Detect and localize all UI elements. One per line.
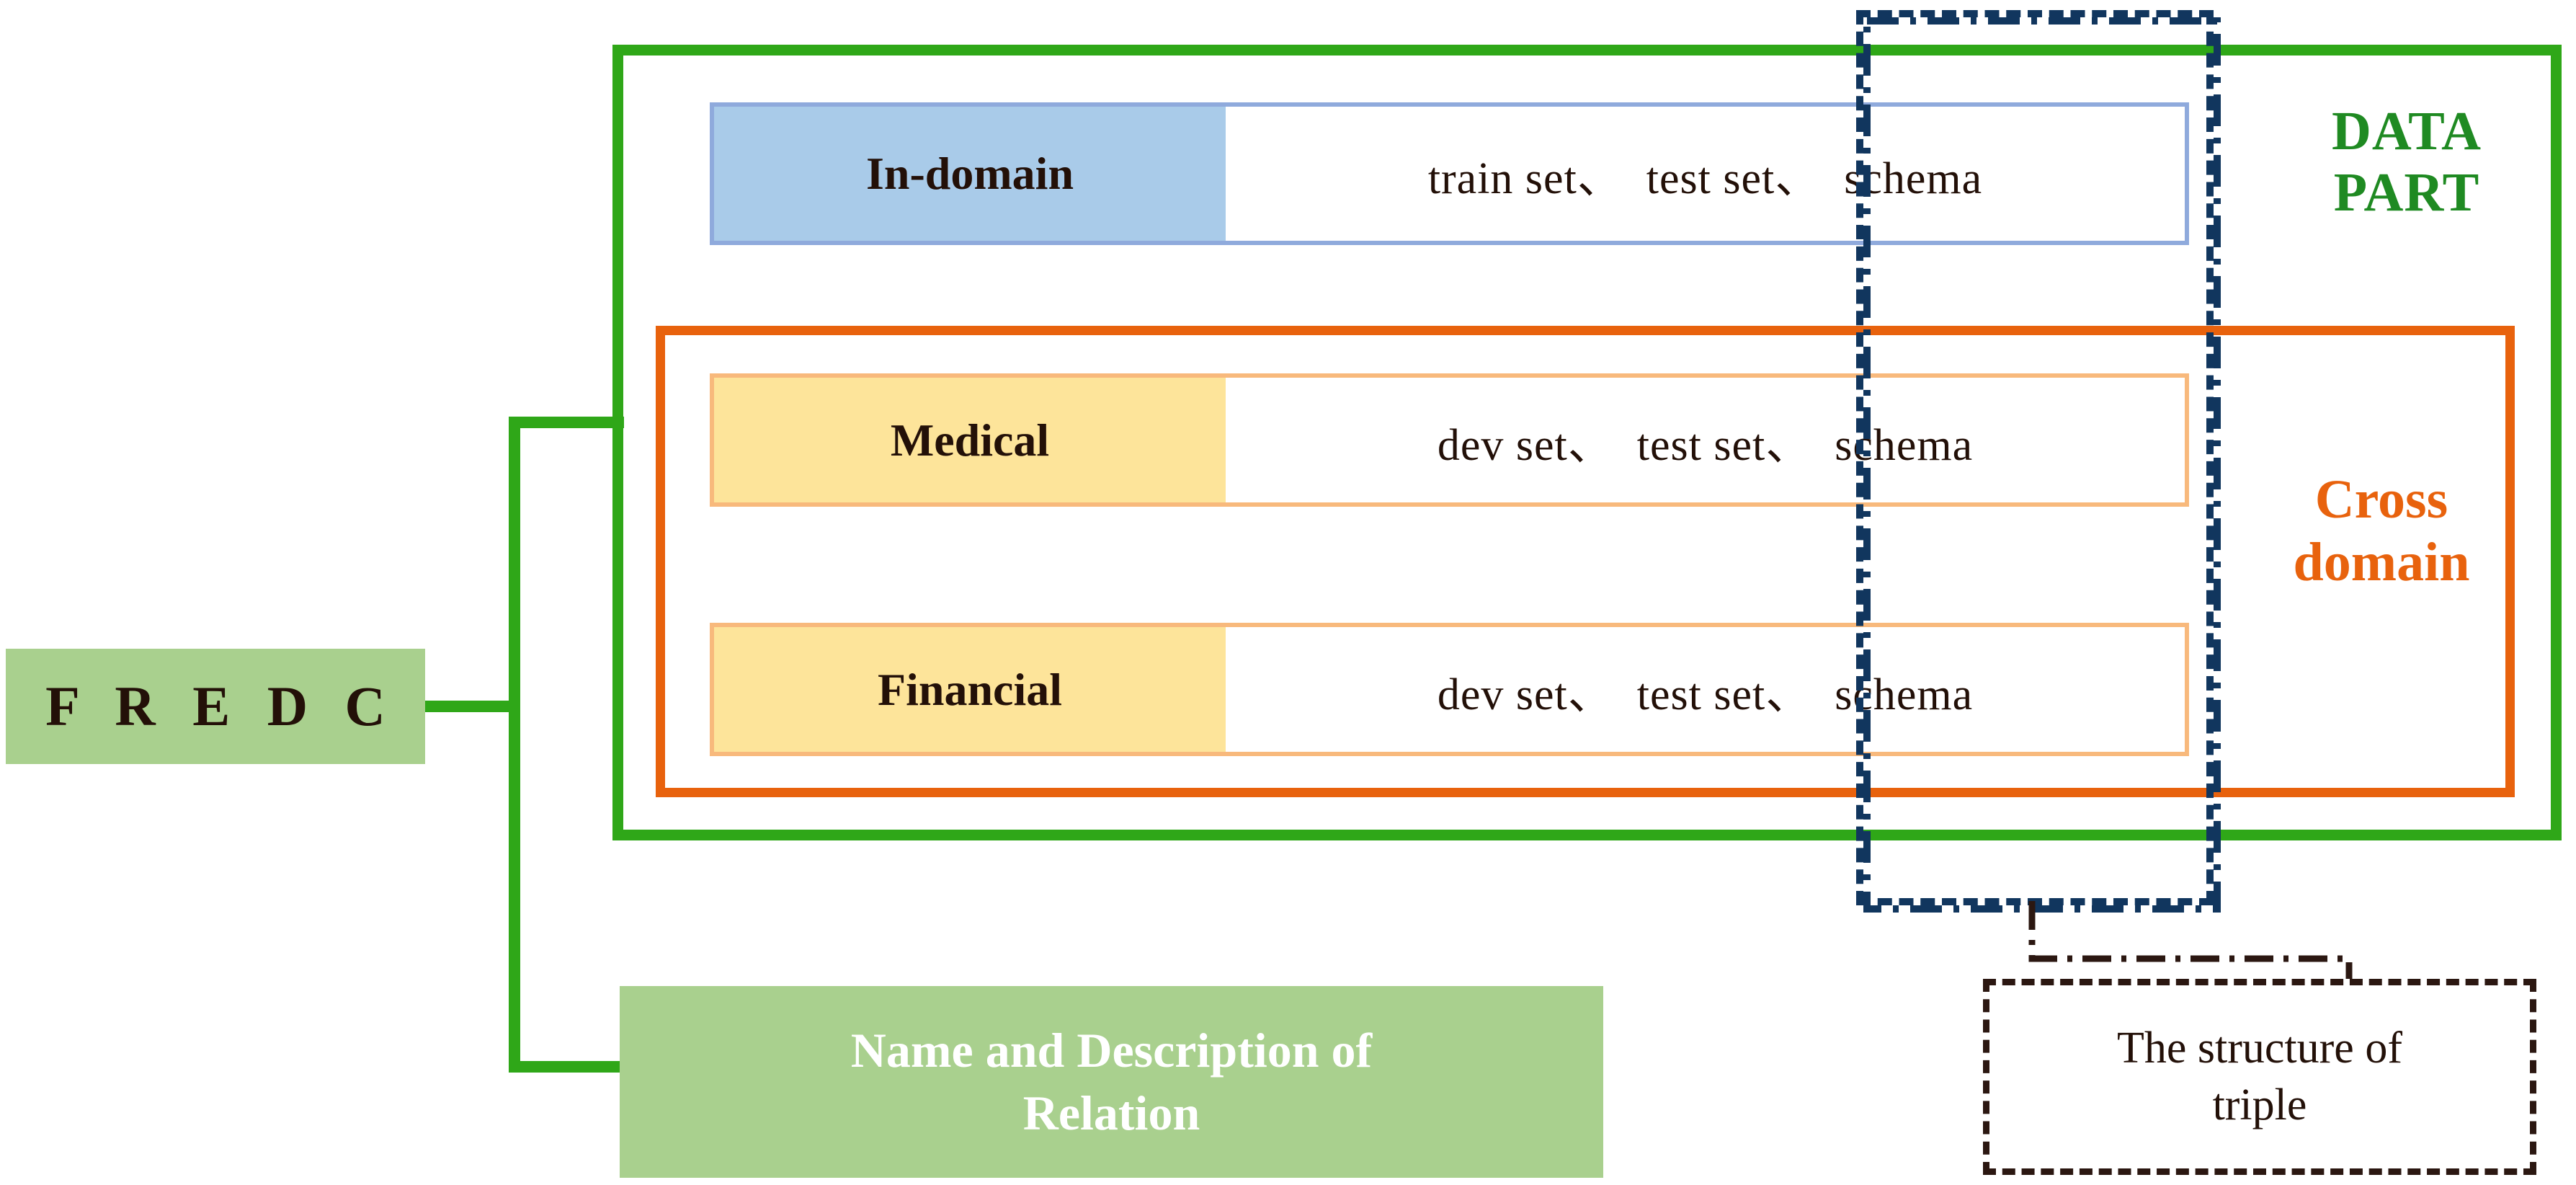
data-part-container xyxy=(612,45,2562,840)
triple-structure-label: The structure of triple xyxy=(2088,1020,2431,1135)
relation-label-line2: Relation xyxy=(1022,1086,1200,1140)
triple-label-line2: triple xyxy=(2212,1080,2307,1129)
data-part-title: DATA PART xyxy=(2288,101,2526,223)
data-part-title-line1: DATA xyxy=(2331,101,2482,161)
relation-node[interactable]: Name and Description of Relation xyxy=(620,986,1603,1178)
in-domain-row[interactable]: In-domain train set、 test set、 schema xyxy=(710,102,2189,245)
cross-domain-container xyxy=(656,326,2515,797)
cross-domain-title-line1: Cross xyxy=(2314,469,2448,530)
schema-callout-box xyxy=(1856,10,2221,913)
data-part-title-line2: PART xyxy=(2333,162,2480,223)
connector-trunk-to-data-part xyxy=(509,417,624,428)
medical-tag: Medical xyxy=(714,378,1226,502)
schema-callout-outline xyxy=(1863,17,2221,913)
relation-label-line1: Name and Description of xyxy=(850,1022,1373,1078)
fredc-root-node[interactable]: F R E D C xyxy=(6,649,425,764)
triple-structure-note[interactable]: The structure of triple xyxy=(1983,979,2536,1175)
connector-trunk-to-relation xyxy=(509,1061,624,1073)
triple-label-line1: The structure of xyxy=(2117,1023,2402,1073)
connector-trunk-vertical xyxy=(509,417,520,1073)
relation-node-label: Name and Description of Relation xyxy=(834,1019,1389,1145)
connector-fredc-to-trunk xyxy=(425,701,520,712)
medical-row[interactable]: Medical dev set、 test set、 schema xyxy=(710,373,2189,507)
financial-row[interactable]: Financial dev set、 test set、 schema xyxy=(710,623,2189,756)
cross-domain-title: Cross domain xyxy=(2263,469,2500,595)
cross-domain-title-line2: domain xyxy=(2293,532,2470,593)
fredc-label: F R E D C xyxy=(45,675,397,737)
financial-sets: dev set、 test set、 schema xyxy=(1437,670,1974,719)
financial-tag: Financial xyxy=(714,627,1226,752)
in-domain-tag: In-domain xyxy=(714,107,1226,241)
